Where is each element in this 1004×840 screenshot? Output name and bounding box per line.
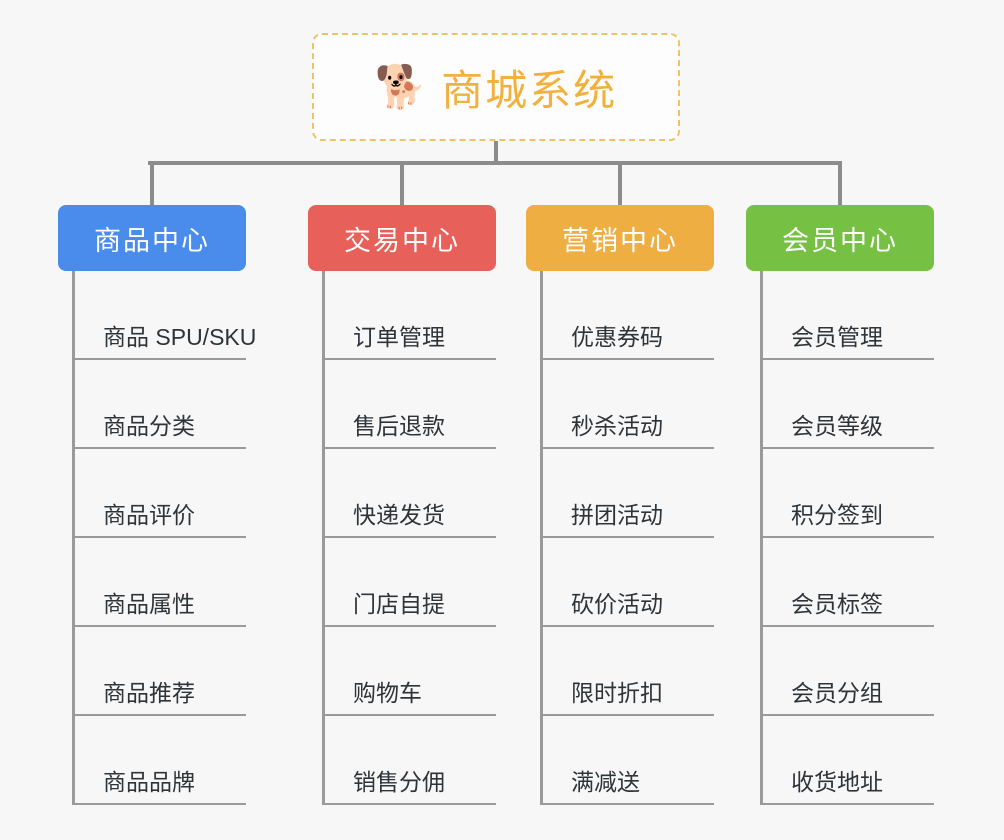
leaf-item-label: 收货地址 bbox=[791, 769, 883, 795]
leaf-item[interactable]: 会员管理 bbox=[763, 271, 934, 360]
leaf-list-marketing-center: 优惠券码秒杀活动拼团活动砍价活动限时折扣满减送 bbox=[540, 271, 714, 805]
root-node-title: 商城系统 bbox=[441, 66, 618, 114]
leaf-item[interactable]: 商品分类 bbox=[75, 360, 246, 449]
leaf-item-label: 售后退款 bbox=[353, 413, 445, 439]
leaf-item[interactable]: 购物车 bbox=[325, 627, 496, 716]
leaf-item-label: 销售分佣 bbox=[353, 769, 445, 795]
leaf-item[interactable]: 收货地址 bbox=[763, 716, 934, 805]
connector-drop-marketing-center bbox=[618, 161, 622, 205]
leaf-item-label: 拼团活动 bbox=[571, 502, 663, 528]
leaf-item[interactable]: 售后退款 bbox=[325, 360, 496, 449]
leaf-item[interactable]: 会员标签 bbox=[763, 538, 934, 627]
leaf-item-label: 会员标签 bbox=[791, 591, 883, 617]
leaf-item[interactable]: 商品推荐 bbox=[75, 627, 246, 716]
connector-drop-product-center bbox=[150, 161, 154, 205]
leaf-item[interactable]: 优惠券码 bbox=[543, 271, 714, 360]
leaf-item-label: 商品品牌 bbox=[103, 769, 195, 795]
connector-drop-member-center bbox=[838, 161, 842, 205]
leaf-item-label: 会员等级 bbox=[791, 413, 883, 439]
leaf-item-label: 商品推荐 bbox=[103, 680, 195, 706]
leaf-item-label: 商品分类 bbox=[103, 413, 195, 439]
leaf-item[interactable]: 快递发货 bbox=[325, 449, 496, 538]
leaf-item[interactable]: 会员等级 bbox=[763, 360, 934, 449]
leaf-item[interactable]: 积分签到 bbox=[763, 449, 934, 538]
leaf-item-label: 积分签到 bbox=[791, 502, 883, 528]
leaf-item-label: 快递发货 bbox=[353, 502, 445, 528]
leaf-list-product-center: 商品 SPU/SKU 商品分类商品评价商品属性商品推荐商品品牌 bbox=[72, 271, 256, 805]
column-header-product-center[interactable]: 商品中心 bbox=[58, 205, 246, 271]
connector-drop-trade-center bbox=[400, 161, 404, 205]
column-header-trade-center[interactable]: 交易中心 bbox=[308, 205, 496, 271]
leaf-item-label: 商品评价 bbox=[103, 502, 195, 528]
leaf-item-label: 门店自提 bbox=[353, 591, 445, 617]
leaf-item-label: 商品 SPU/SKU bbox=[103, 324, 257, 350]
column-trade-center: 交易中心订单管理售后退款快递发货门店自提购物车销售分佣 bbox=[308, 205, 496, 805]
connector-trunk bbox=[494, 141, 498, 165]
leaf-item-label: 砍价活动 bbox=[571, 591, 663, 617]
leaf-item[interactable]: 订单管理 bbox=[325, 271, 496, 360]
leaf-item-label: 商品属性 bbox=[103, 591, 195, 617]
column-header-member-center[interactable]: 会员中心 bbox=[746, 205, 934, 271]
leaf-item-label: 限时折扣 bbox=[571, 680, 663, 706]
leaf-item[interactable]: 商品品牌 bbox=[75, 716, 246, 805]
leaf-list-trade-center: 订单管理售后退款快递发货门店自提购物车销售分佣 bbox=[322, 271, 496, 805]
leaf-item-label: 秒杀活动 bbox=[571, 413, 663, 439]
leaf-item[interactable]: 满减送 bbox=[543, 716, 714, 805]
column-marketing-center: 营销中心优惠券码秒杀活动拼团活动砍价活动限时折扣满减送 bbox=[526, 205, 714, 805]
leaf-item-label: 会员管理 bbox=[791, 324, 883, 350]
leaf-item-label: 订单管理 bbox=[353, 324, 445, 350]
leaf-item-label: 优惠券码 bbox=[571, 324, 663, 350]
leaf-item-label: 会员分组 bbox=[791, 680, 883, 706]
leaf-item-label: 满减送 bbox=[571, 769, 640, 795]
leaf-item[interactable]: 秒杀活动 bbox=[543, 360, 714, 449]
leaf-item[interactable]: 销售分佣 bbox=[325, 716, 496, 805]
leaf-item[interactable]: 拼团活动 bbox=[543, 449, 714, 538]
leaf-list-member-center: 会员管理会员等级积分签到会员标签会员分组收货地址 bbox=[760, 271, 934, 805]
leaf-item[interactable]: 限时折扣 bbox=[543, 627, 714, 716]
leaf-item-label: 购物车 bbox=[353, 680, 422, 706]
leaf-item[interactable]: 商品 SPU/SKU bbox=[75, 271, 256, 360]
column-product-center: 商品中心商品 SPU/SKU 商品分类商品评价商品属性商品推荐商品品牌 bbox=[58, 205, 256, 805]
column-member-center: 会员中心会员管理会员等级积分签到会员标签会员分组收货地址 bbox=[746, 205, 934, 805]
leaf-item[interactable]: 砍价活动 bbox=[543, 538, 714, 627]
column-header-marketing-center[interactable]: 营销中心 bbox=[526, 205, 714, 271]
connector-horizontal-bar bbox=[148, 161, 840, 165]
leaf-item[interactable]: 商品属性 bbox=[75, 538, 246, 627]
leaf-item[interactable]: 门店自提 bbox=[325, 538, 496, 627]
leaf-item[interactable]: 会员分组 bbox=[763, 627, 934, 716]
root-node[interactable]: 🐕 商城系统 bbox=[312, 33, 680, 141]
leaf-item[interactable]: 商品评价 bbox=[75, 449, 246, 538]
shiba-dog-emoji-icon: 🐕 bbox=[374, 63, 428, 110]
